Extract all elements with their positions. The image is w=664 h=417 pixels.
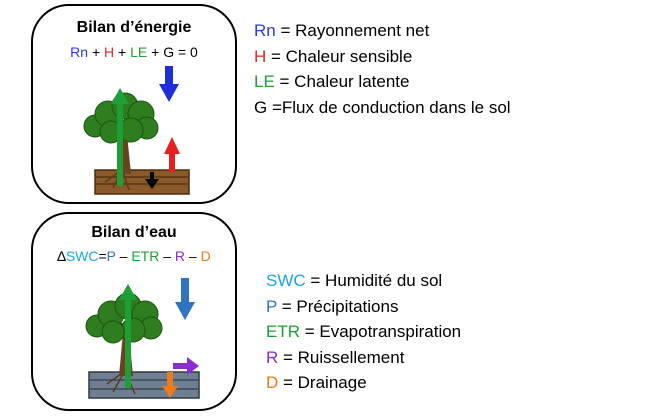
ground-flux-arrow-icon xyxy=(145,172,159,189)
eq-term: – xyxy=(115,248,132,264)
eq-term: ETR xyxy=(131,248,160,264)
legend-label: = Précipitations xyxy=(277,296,399,316)
drainage-arrow-icon xyxy=(162,372,178,398)
sensible-heat-arrow-icon xyxy=(164,137,180,172)
water-balance-panel: Bilan d’eau ∆SWC=P – ETR – R – D xyxy=(31,212,237,411)
legend-item: LE = Chaleur latente xyxy=(254,69,511,95)
legend-label: = Evapotranspiration xyxy=(300,322,462,341)
eq-term: LE xyxy=(130,44,148,60)
eq-term: SWC xyxy=(65,248,99,264)
water-balance-equation: ∆SWC=P – ETR – R – D xyxy=(33,248,235,264)
legend-symbol: P xyxy=(266,296,278,316)
energy-balance-panel: Bilan d’énergie Rn + H + LE + G = 0 xyxy=(31,4,237,204)
eq-term: + xyxy=(114,44,131,60)
legend-symbol: SWC xyxy=(266,271,306,290)
eq-term: – xyxy=(159,248,175,264)
eq-term: P xyxy=(106,248,116,264)
eq-term: = xyxy=(98,248,107,264)
legend-label: = Chaleur latente xyxy=(274,72,410,91)
legend-symbol: D xyxy=(266,373,279,392)
precipitation-arrow-icon xyxy=(175,278,195,320)
soil-block xyxy=(94,169,190,195)
legend-symbol: H xyxy=(254,46,267,66)
legend-label: =Flux de conduction dans le sol xyxy=(267,97,511,117)
eq-term: ∆ xyxy=(57,248,66,264)
legend-item: ETR = Evapotranspiration xyxy=(266,319,461,345)
net-radiation-arrow-icon xyxy=(159,66,179,102)
eq-term: + xyxy=(88,44,105,60)
eq-term: Rn xyxy=(70,44,89,60)
legend-label: = Humidité du sol xyxy=(305,271,443,290)
water-balance-illustration xyxy=(85,278,200,399)
eq-term: + G = 0 xyxy=(147,44,198,60)
legend-symbol: R xyxy=(266,347,279,367)
legend-symbol: G xyxy=(254,97,268,117)
legend-label: = Drainage xyxy=(278,373,367,392)
tree-crown xyxy=(85,292,163,344)
energy-balance-illustration xyxy=(83,66,190,195)
legend-symbol: Rn xyxy=(254,21,276,40)
legend-item: SWC = Humidité du sol xyxy=(266,268,461,294)
runoff-arrow-icon xyxy=(173,357,199,375)
soil-block xyxy=(88,371,200,399)
legend-item: D = Drainage xyxy=(266,370,461,396)
eq-term: R xyxy=(174,248,186,264)
legend-item: P = Précipitations xyxy=(266,294,461,320)
eq-term: – xyxy=(185,248,201,264)
legend-label: = Ruissellement xyxy=(278,347,405,367)
water-balance-title: Bilan d’eau xyxy=(91,224,177,241)
legend-label: = Rayonnement net xyxy=(275,21,430,40)
eq-term: D xyxy=(200,248,211,264)
legend-symbol: ETR xyxy=(266,322,300,341)
energy-legend: Rn = Rayonnement net H = Chaleur sensibl… xyxy=(254,18,511,120)
energy-balance-title: Bilan d’énergie xyxy=(76,19,192,36)
water-legend: SWC = Humidité du sol P = Précipitations… xyxy=(266,268,461,396)
latent-heat-arrow-icon xyxy=(111,88,129,186)
legend-item: H = Chaleur sensible xyxy=(254,44,511,70)
legend-item: G =Flux de conduction dans le sol xyxy=(254,95,511,121)
legend-symbol: LE xyxy=(254,72,275,91)
evapotranspiration-arrow-icon xyxy=(119,284,137,388)
legend-item: Rn = Rayonnement net xyxy=(254,18,511,44)
legend-label: = Chaleur sensible xyxy=(266,46,413,66)
eq-term: H xyxy=(104,44,115,60)
legend-item: R = Ruissellement xyxy=(266,345,461,371)
energy-balance-equation: Rn + H + LE + G = 0 xyxy=(33,44,235,60)
